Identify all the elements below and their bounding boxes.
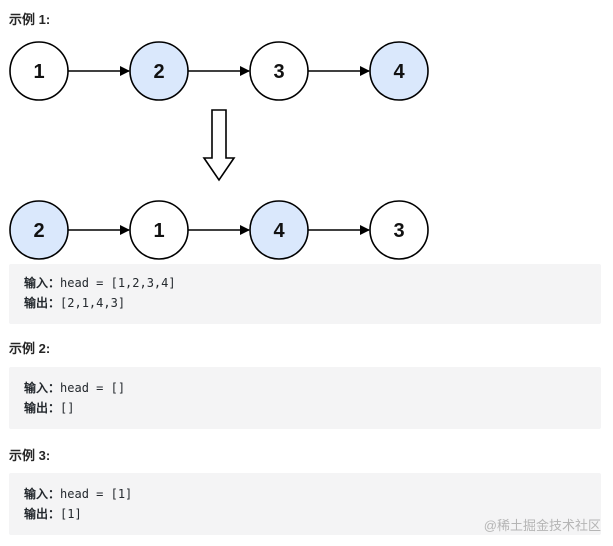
after-node-label: 4 xyxy=(273,220,285,242)
after-node-label: 3 xyxy=(393,220,404,242)
example-1-input-line: 输入：head = [1,2,3,4] xyxy=(24,273,586,293)
example-2-output-line: 输出：[] xyxy=(24,398,586,418)
watermark: @稀土掘金技术社区 xyxy=(483,518,601,533)
example-2-title: 示例 2: xyxy=(9,341,51,356)
before-node-label: 3 xyxy=(273,61,284,83)
after-node-3 xyxy=(369,200,429,260)
before-node-label: 4 xyxy=(393,61,405,83)
example-1-title: 示例 1: xyxy=(9,12,51,27)
output-value: [] xyxy=(60,401,75,415)
after-node-label: 2 xyxy=(33,220,44,242)
example-3-output-line: 输出：[1] xyxy=(24,504,586,524)
linked-list-swap-diagram: 1 2 3 4 2 1 4 3 xyxy=(9,41,429,260)
example-3-title: 示例 3: xyxy=(9,448,51,463)
output-label: 输出： xyxy=(24,401,61,415)
input-value: head = [] xyxy=(60,381,126,395)
before-node-4 xyxy=(369,41,429,101)
input-label: 输入： xyxy=(24,381,61,395)
example-1-output-line: 输出：[2,1,4,3] xyxy=(24,293,586,313)
output-value: [2,1,4,3] xyxy=(60,296,126,310)
example-3-input-line: 输入：head = [1] xyxy=(24,484,586,504)
input-value: head = [1,2,3,4] xyxy=(60,276,176,290)
output-value: [1] xyxy=(60,507,82,521)
example-1-code: 输入：head = [1,2,3,4] 输出：[2,1,4,3] xyxy=(9,264,601,324)
example-2-code: 输入：head = [] 输出：[] xyxy=(9,367,601,429)
example-3-code: 输入：head = [1] 输出：[1] xyxy=(9,473,601,535)
after-node-label: 1 xyxy=(153,220,164,242)
input-value: head = [1] xyxy=(60,487,133,501)
input-label: 输入： xyxy=(24,487,61,501)
output-label: 输出： xyxy=(24,507,61,521)
example-2-input-line: 输入：head = [] xyxy=(24,378,586,398)
input-label: 输入： xyxy=(24,276,61,290)
before-list: 1 2 3 4 xyxy=(9,41,429,101)
before-node-label: 1 xyxy=(33,61,44,83)
before-node-label: 2 xyxy=(153,61,164,83)
transform-arrow-icon xyxy=(202,109,236,182)
output-label: 输出： xyxy=(24,296,61,310)
after-list: 2 1 4 3 xyxy=(9,200,429,260)
